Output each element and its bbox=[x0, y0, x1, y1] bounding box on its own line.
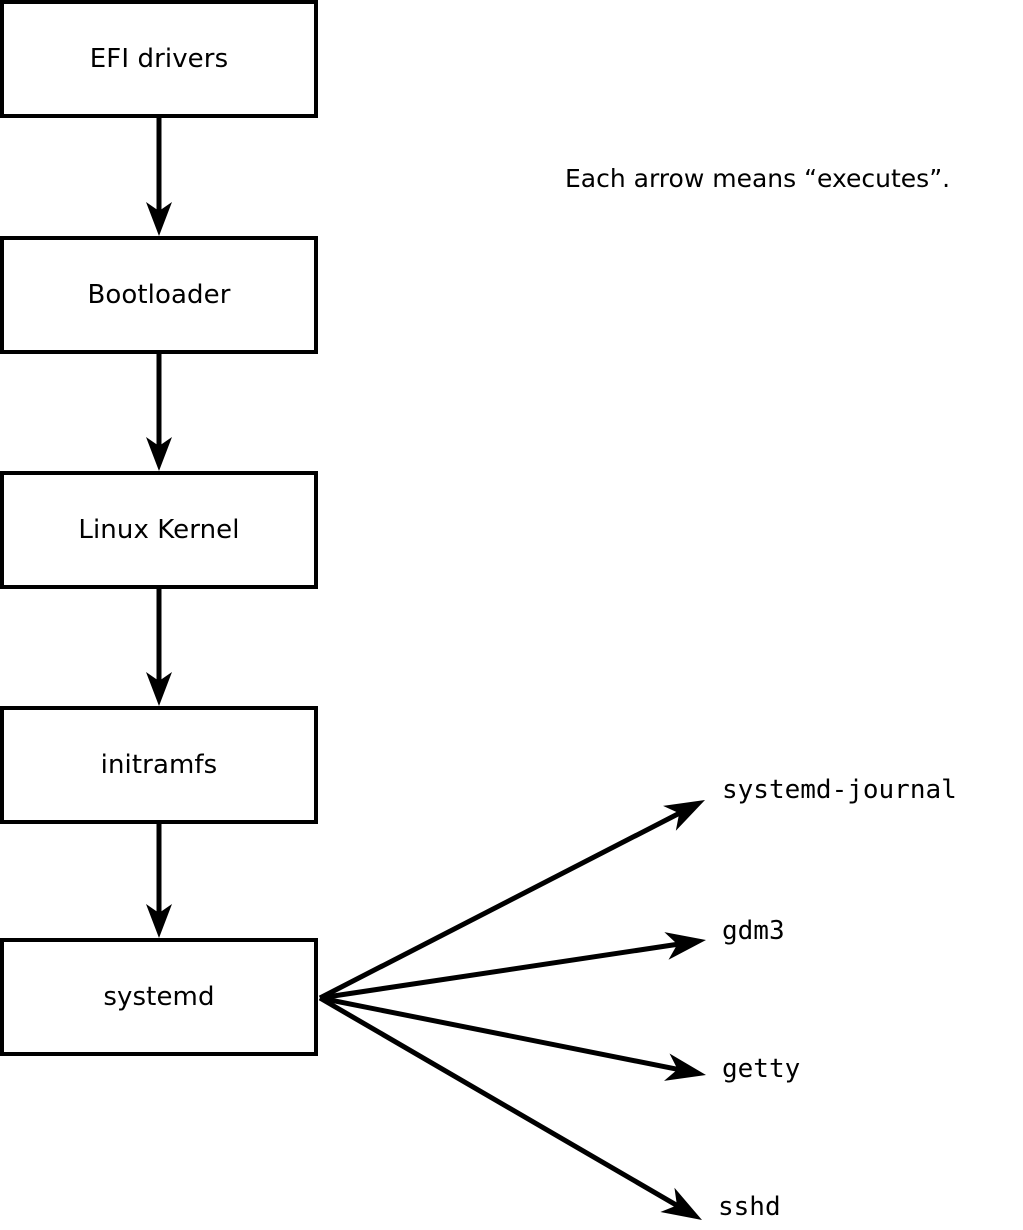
service-label-sshd: sshd bbox=[718, 1192, 781, 1222]
chain-arrowhead-initramfs-to-systemd bbox=[146, 904, 172, 938]
stage-box-bootloader: Bootloader bbox=[0, 236, 318, 354]
chain-arrowhead-kernel-to-initramfs bbox=[146, 672, 172, 706]
fanout-arrow-gdm3 bbox=[319, 941, 680, 1001]
stage-box-efi-drivers: EFI drivers bbox=[0, 0, 318, 118]
chain-arrowhead-bootloader-to-kernel bbox=[146, 437, 172, 471]
fanout-arrowhead-systemd-journal bbox=[663, 800, 705, 831]
fanout-arrow-sshd bbox=[318, 995, 680, 1209]
stage-box-linux-kernel: Linux Kernel bbox=[0, 471, 318, 589]
stage-label-systemd: systemd bbox=[103, 982, 215, 1012]
stage-label-linux-kernel: Linux Kernel bbox=[78, 515, 240, 545]
fanout-arrowhead-getty bbox=[664, 1053, 706, 1081]
stage-label-initramfs: initramfs bbox=[100, 750, 218, 780]
stage-label-bootloader: Bootloader bbox=[87, 280, 231, 310]
service-label-gdm3: gdm3 bbox=[722, 916, 785, 946]
stage-box-initramfs: initramfs bbox=[0, 706, 318, 824]
fanout-arrow-systemd-journal bbox=[318, 810, 683, 1001]
fanout-arrowhead-gdm3 bbox=[664, 932, 706, 960]
service-label-getty: getty bbox=[722, 1054, 801, 1084]
legend-note: Each arrow means “executes”. bbox=[565, 164, 951, 193]
fanout-arrow-getty bbox=[319, 995, 681, 1073]
stage-box-systemd: systemd bbox=[0, 938, 318, 1056]
fanout-arrowhead-sshd bbox=[660, 1187, 702, 1220]
service-label-systemd-journal: systemd-journal bbox=[722, 775, 957, 805]
fanout-arrow-group bbox=[318, 800, 706, 1220]
stage-label-efi-drivers: EFI drivers bbox=[89, 44, 229, 74]
chain-arrowhead-efi-to-bootloader bbox=[146, 202, 172, 236]
